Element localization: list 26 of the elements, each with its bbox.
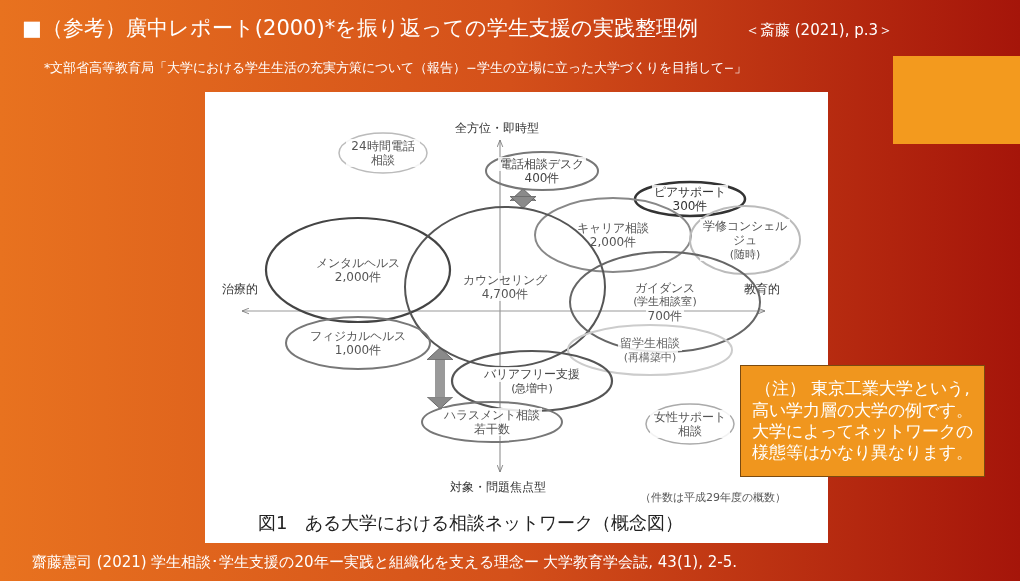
- figure-caption: 図1 ある大学における相談ネットワーク（概念図）: [258, 511, 684, 535]
- axis-label: 対象・問題焦点型: [450, 479, 546, 496]
- detail-label: 4,700件: [479, 287, 531, 302]
- note-text: （注） 東京工業大学という, 高い学力層の大学の例です。大学によってネットワークの様態等はかなり異なります。: [751, 378, 974, 464]
- citation: 齋藤憲司 (2021) 学生相談･学生支援の20年ー実践と組織化を支える理念ー 大学教育学会誌, 43(1), 2-5.: [32, 553, 737, 572]
- detail-label: 若干数: [472, 422, 512, 437]
- detail-label: 2,000件: [587, 235, 639, 250]
- axis-label: 治療的: [222, 281, 258, 298]
- footnote: *文部省高等教育局「大学における学生生活の充実方策について（報告）−学生の立場に立った大学づくりを目指して−」: [44, 60, 748, 77]
- service-label: 留学生相談: [618, 336, 682, 351]
- double-arrow: [509, 188, 537, 209]
- service-label: 24時間電話相談: [346, 138, 420, 168]
- service-label: 女性サポート相談: [650, 409, 730, 439]
- detail-label: 300件: [670, 199, 710, 214]
- detail-label: 2,000件: [332, 270, 384, 285]
- source-reference: ＜斎藤 (2021), p.3＞: [745, 21, 893, 40]
- service-label: ガイダンス: [633, 281, 697, 296]
- detail-label: 400件: [522, 171, 562, 186]
- note-text: （件数は平成29年度の概数）: [640, 490, 786, 505]
- detail-label: (学生相談室): [631, 295, 699, 309]
- note-box: [740, 365, 985, 477]
- service-label: バリアフリー支援: [482, 367, 582, 382]
- slide-title: ■（参考）廣中レポート(2000)*を振り返っての学生支援の実践整理例: [22, 15, 699, 42]
- double-arrow: [426, 347, 454, 410]
- axis-label: 全方位・即時型: [455, 120, 539, 137]
- service-label: 学修コンシェルジュ: [700, 219, 790, 248]
